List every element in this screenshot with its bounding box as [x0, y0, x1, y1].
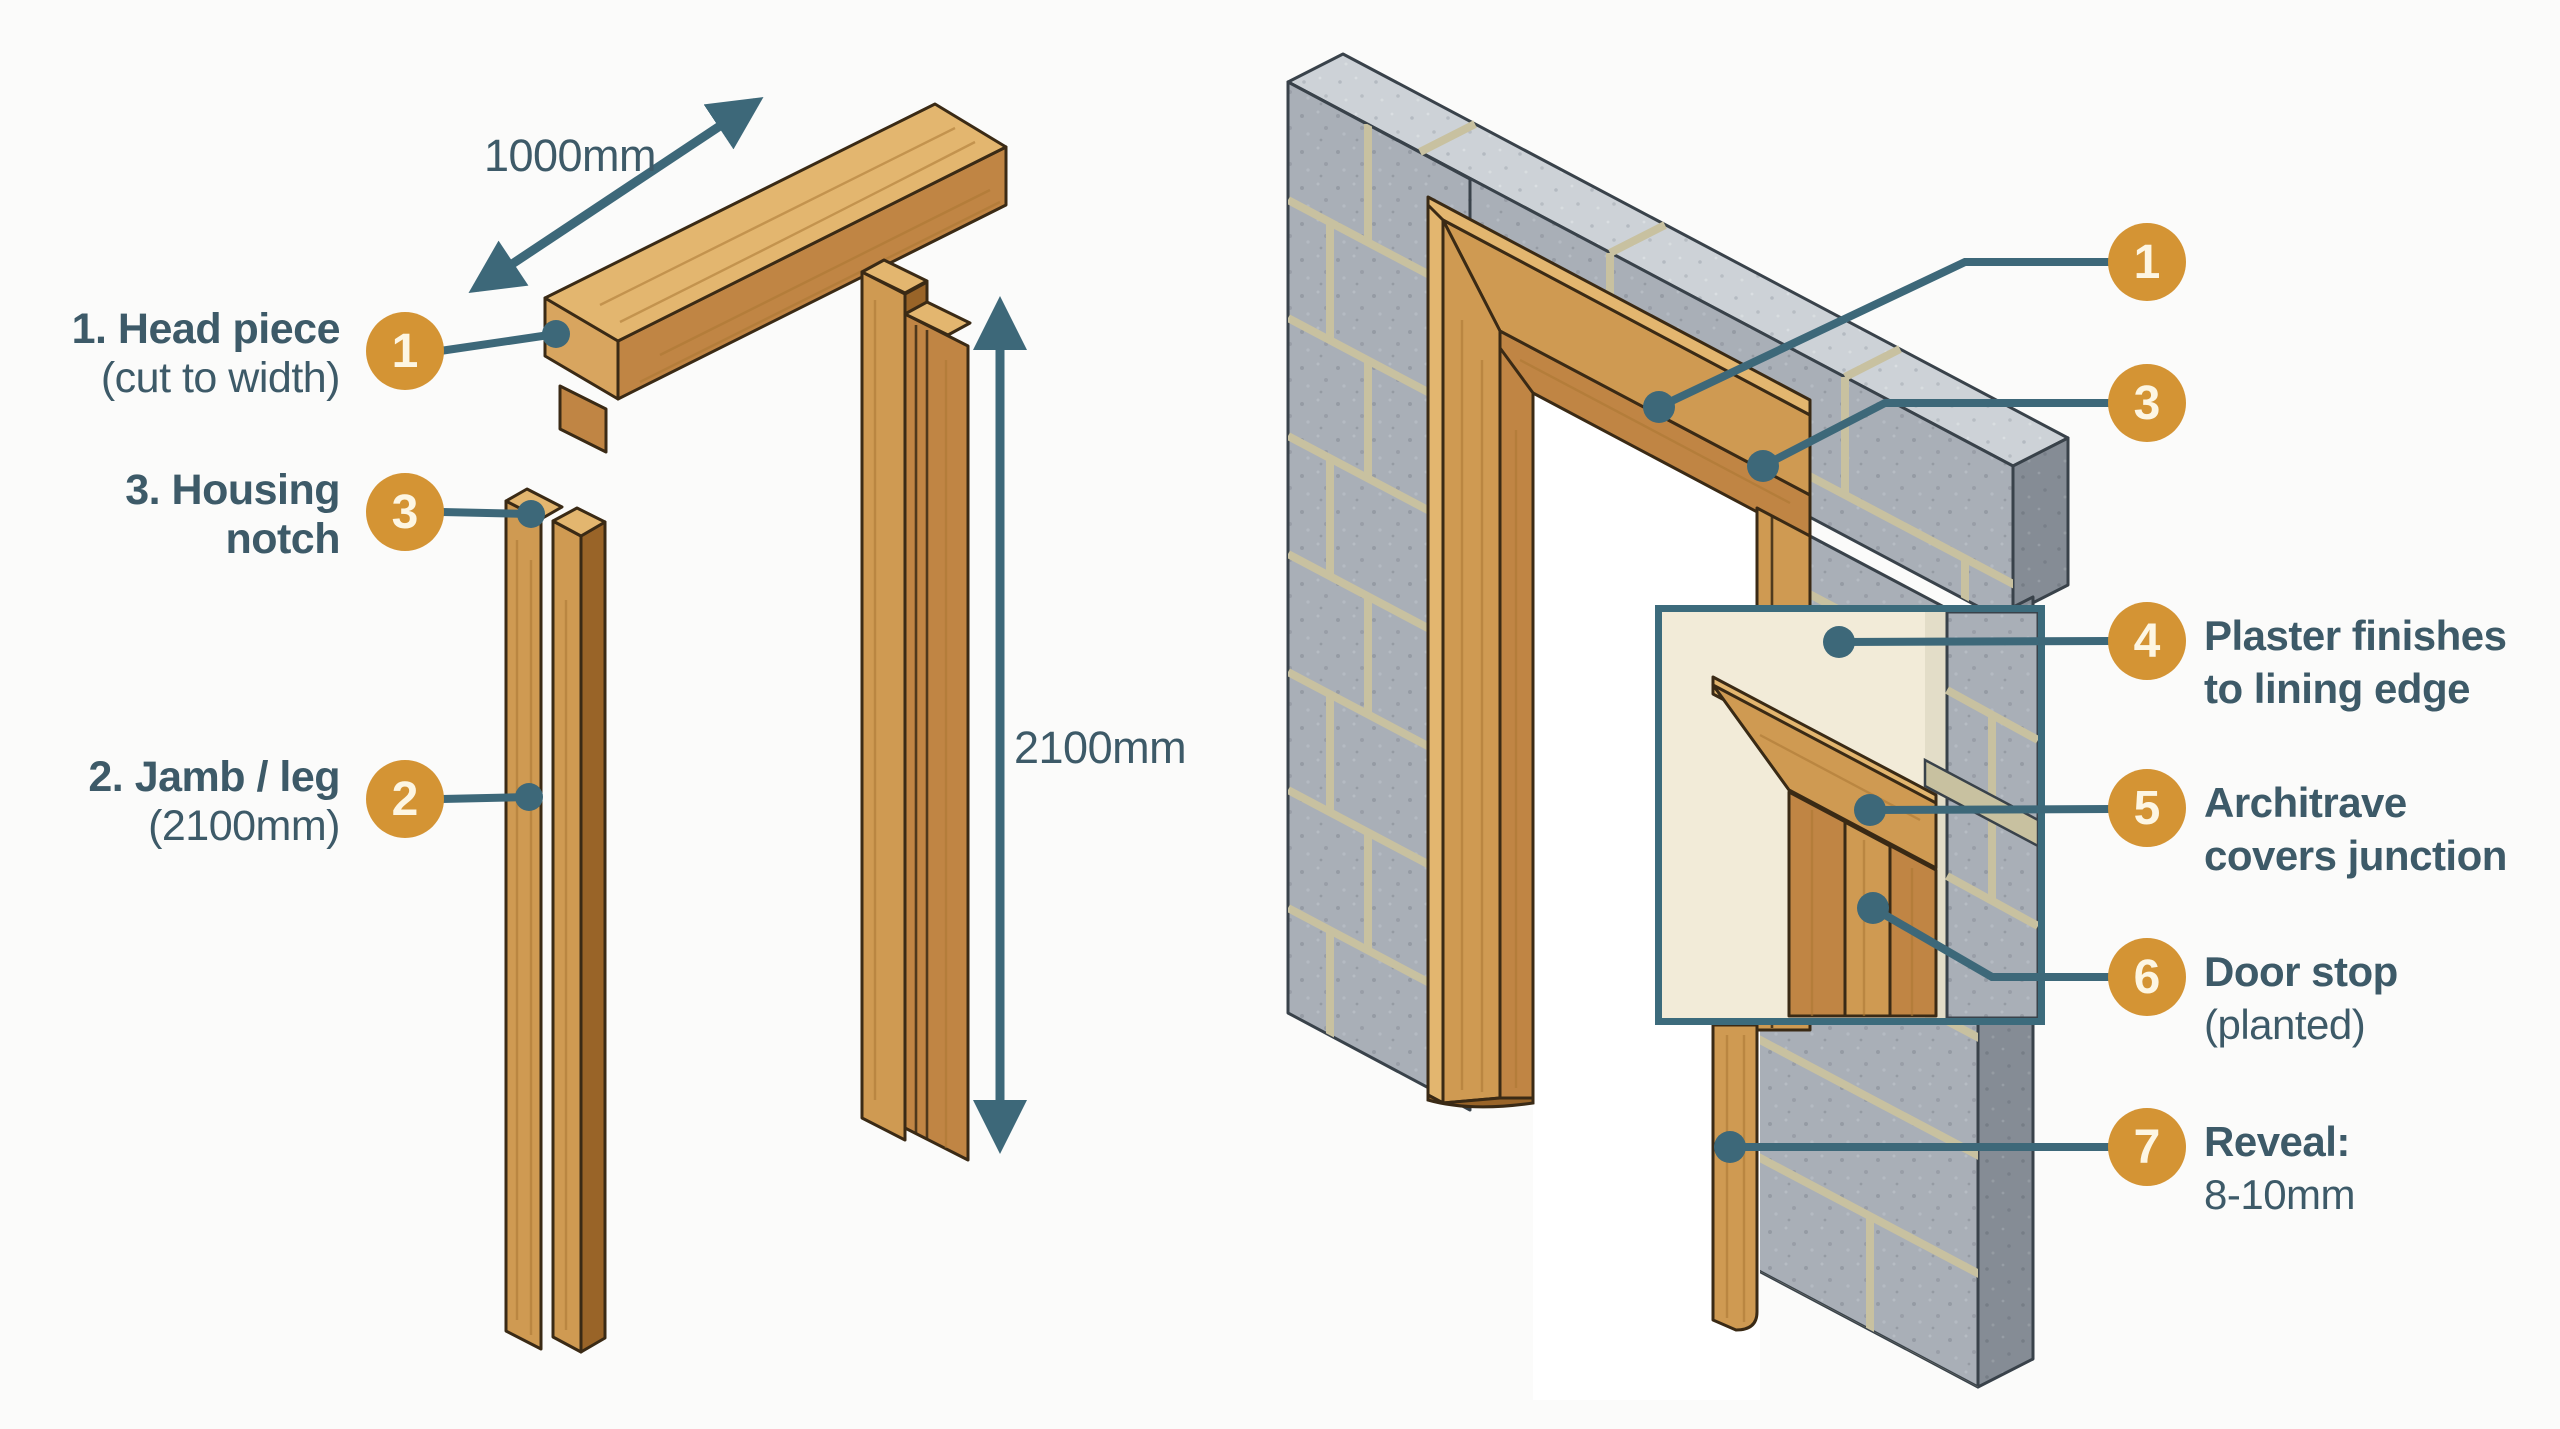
head-piece-housing-tab [558, 384, 608, 454]
badge-1-right: 1 [2108, 223, 2186, 301]
height-dimension-label: 2100mm [1014, 722, 1187, 773]
below-inset [1711, 1023, 1759, 1332]
jamb-right [860, 258, 972, 1162]
badge-4: 4 [2108, 602, 2186, 680]
label-architrave: Architrave covers junction [2204, 779, 2507, 879]
badge-5: 5 [2108, 769, 2186, 847]
inset-plaster-edge-strip [1923, 757, 2038, 848]
badge-1-left: 1 [366, 312, 444, 390]
jamb-left [504, 487, 607, 1354]
label-jamb: 2. Jamb / leg (2100mm) [88, 753, 340, 850]
inset-detail-box [1655, 605, 2045, 1025]
badge-3-right: 3 [2108, 364, 2186, 442]
badge-7: 7 [2108, 1108, 2186, 1186]
label-reveal: Reveal: 8-10mm [2204, 1118, 2356, 1218]
left-leaders [439, 320, 570, 811]
label-plaster: Plaster finishes to lining edge [2204, 612, 2507, 712]
badge-3-left: 3 [366, 473, 444, 551]
right-leaders [1643, 258, 2113, 1163]
label-door-stop: Door stop (planted) [2204, 948, 2398, 1048]
badge-6: 6 [2108, 938, 2186, 1016]
label-housing-notch: 3. Housing notch [125, 466, 340, 563]
left-architrave-bevel [1426, 203, 1445, 1105]
label-head-piece: 1. Head piece (cut to width) [71, 305, 341, 402]
assembled-frame-diagram [1286, 52, 2113, 1400]
width-dimension-label: 1000mm [483, 130, 657, 181]
left-architrave [1441, 218, 1502, 1105]
right-lining-lower [1711, 1023, 1759, 1332]
width-dimension-arrow [468, 97, 764, 293]
badge-2-left: 2 [366, 760, 444, 838]
exploded-lining-diagram [439, 97, 1027, 1354]
